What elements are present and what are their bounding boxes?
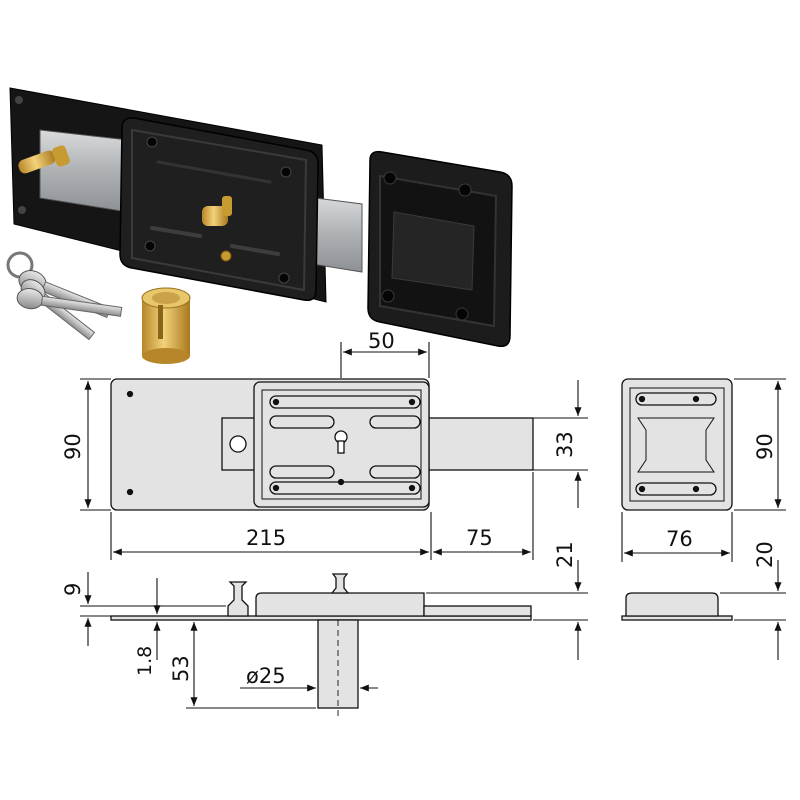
dim-knob-height (80, 572, 226, 646)
side-view-keeper (621, 592, 733, 621)
keys-photo (6, 251, 123, 341)
lock-photo (9, 87, 363, 303)
dim-bolt-height (533, 380, 588, 508)
dim-label-90-keeper: 90 (753, 433, 777, 460)
dim-keeper-width (621, 512, 733, 562)
dim-label-diameter-25: ø25 (246, 664, 286, 688)
cylinder-photo (141, 287, 191, 364)
front-view-lock (110, 378, 534, 511)
dim-keeper-thickness (720, 560, 786, 660)
dim-label-20: 20 (753, 541, 777, 568)
brass-knob-center (202, 196, 232, 226)
dim-height-lock (80, 378, 111, 511)
dim-label-1-8: 1.8 (134, 646, 156, 676)
front-view-keeper (621, 378, 733, 511)
dim-label-75: 75 (466, 526, 493, 550)
dim-label-21: 21 (553, 541, 577, 568)
dim-label-53: 53 (169, 655, 193, 682)
brass-knob-left (18, 145, 70, 174)
dim-cylinder-length (186, 619, 316, 709)
dim-keeper-height (734, 378, 786, 511)
keeper-photo (367, 150, 513, 348)
side-view-lock (110, 573, 532, 716)
dim-length (110, 472, 534, 560)
dim-label-33: 33 (553, 431, 577, 458)
lock-bolt-rail (39, 129, 129, 213)
dim-label-50: 50 (368, 329, 395, 353)
dim-label-90-lock: 90 (61, 433, 85, 460)
dim-bolt-offset (340, 342, 430, 378)
dim-label-215: 215 (246, 526, 286, 550)
dim-lock-thickness (426, 560, 588, 660)
dim-label-9: 9 (61, 583, 85, 596)
dim-label-76: 76 (666, 527, 693, 551)
